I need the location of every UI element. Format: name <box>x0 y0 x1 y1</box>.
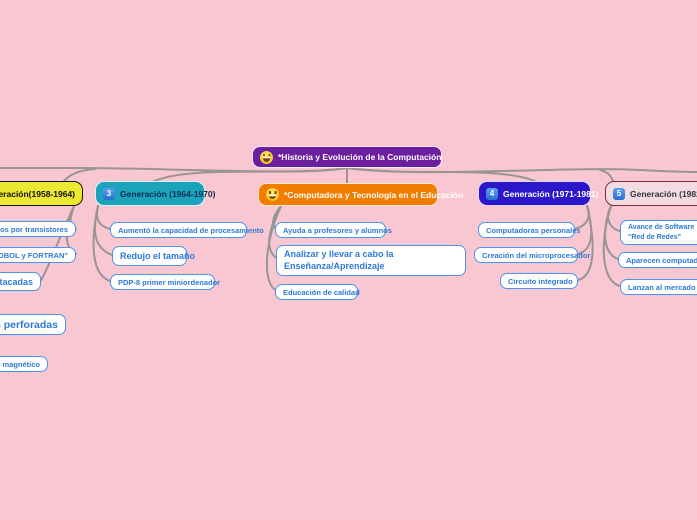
leaf-node[interactable]: PDP-8 primer miniordenador <box>110 274 220 290</box>
leaf-node[interactable]: Analizar y llevar a cabo la Enseñanza/Ap… <box>276 245 466 276</box>
leaf-node[interactable]: Creación del microprocesador <box>474 247 590 263</box>
leaf-label: Aumentó la capacidad de procesamiento <box>118 225 264 235</box>
leaf-node[interactable]: Computadoras personales <box>478 222 581 238</box>
leaf-node[interactable]: so magnético <box>0 356 48 372</box>
root-label: *Historia y Evolución de la Computación <box>278 152 442 162</box>
leaf-node[interactable]: Educación de calidad <box>275 284 360 300</box>
leaf-node[interactable]: Circuito integrado <box>500 273 578 289</box>
leaf-label: tas perforadas <box>0 318 58 331</box>
leaf-label: os por transistores <box>0 224 68 234</box>
number-badge-5: 5 <box>613 187 625 200</box>
leaf-label: Educación de calidad <box>283 287 360 297</box>
leaf-label: Circuito integrado <box>508 276 573 286</box>
leaf-node[interactable]: os por transistores <box>0 221 76 237</box>
leaf-label: estacadas <box>0 276 33 287</box>
branch-generacion-1964-1970[interactable]: 3 Generación (1964-1970) <box>95 181 215 206</box>
leaf-node[interactable]: OBOL y FORTRAN" <box>0 247 76 263</box>
leaf-label: Analizar y llevar a cabo la Enseñanza/Ap… <box>284 249 394 271</box>
branch-generacion-1971-1981[interactable]: 4 Generación (1971-1981) <box>478 181 598 206</box>
branch-label: *Computadora y Tecnología en el Educació… <box>284 189 464 200</box>
number-badge-4: 4 <box>486 187 498 200</box>
leaf-node[interactable]: Lanzan al mercado el C <box>620 279 697 295</box>
root-node[interactable]: *Historia y Evolución de la Computación <box>252 146 442 168</box>
leaf-label: Computadoras personales <box>486 225 581 235</box>
branch-label: Generación (1964-1970) <box>120 188 216 199</box>
branch-label: eneración(1958-1964) <box>0 188 75 199</box>
leaf-node[interactable]: Redujo el tamaño <box>112 246 195 266</box>
leaf-label: PDP-8 primer miniordenador <box>118 277 221 287</box>
leaf-node[interactable]: Ayuda a profesores y alumnos <box>275 222 392 238</box>
leaf-label: Ayuda a profesores y alumnos <box>283 225 392 235</box>
branch-label: Generación (1982-198 <box>630 188 697 199</box>
leaf-label: Redujo el tamaño <box>120 251 196 261</box>
leaf-label: Aparecen computadoras <box>626 255 697 265</box>
branch-computadora-educacion[interactable]: *Computadora y Tecnología en el Educació… <box>258 183 463 206</box>
branch-label: Generación (1971-1981) <box>503 188 599 199</box>
branch-generacion-1958-1964[interactable]: eneración(1958-1964) <box>0 181 83 206</box>
leaf-label: Creación del microprocesador <box>482 250 591 260</box>
leaf-node[interactable]: estacadas <box>0 272 41 291</box>
leaf-label: Avance de Software "Red de Redes" <box>628 224 695 241</box>
branch-generacion-1982[interactable]: 5 Generación (1982-198 <box>605 181 697 206</box>
grinning-face-emoji-icon <box>266 188 279 201</box>
number-badge-3: 3 <box>103 187 115 200</box>
grinning-face-emoji-icon <box>260 150 273 164</box>
leaf-node[interactable]: Aparecen computadoras <box>618 252 697 268</box>
leaf-label: Lanzan al mercado el C <box>628 282 697 292</box>
leaf-node[interactable]: Aumentó la capacidad de procesamiento <box>110 222 264 238</box>
leaf-label: OBOL y FORTRAN" <box>0 250 68 260</box>
leaf-node[interactable]: Avance de Software "Red de Redes" <box>620 220 697 245</box>
leaf-label: so magnético <box>0 359 40 369</box>
leaf-node[interactable]: tas perforadas <box>0 314 66 335</box>
